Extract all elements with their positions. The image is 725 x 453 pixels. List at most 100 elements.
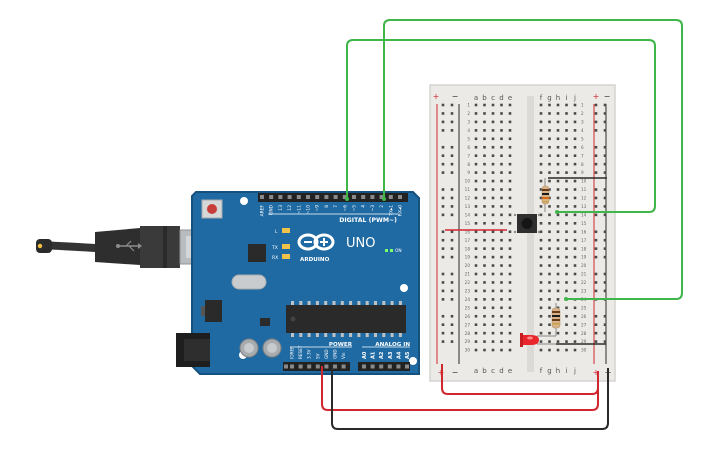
breadboard-hole[interactable] [500,222,503,225]
breadboard-hole[interactable] [474,129,478,132]
digital-pin-hole[interactable] [324,195,329,199]
rail-hole[interactable] [594,272,598,276]
breadboard-hole[interactable] [491,120,495,124]
rail-hole[interactable] [441,247,445,250]
breadboard-hole[interactable] [483,196,486,200]
analog-pin-hole[interactable] [396,364,401,369]
breadboard-hole[interactable] [500,306,503,310]
breadboard-hole[interactable] [483,154,486,157]
breadboard-hole[interactable] [474,255,478,259]
breadboard-hole[interactable] [539,129,543,132]
breadboard-hole[interactable] [539,314,543,318]
breadboard-hole[interactable] [474,340,478,343]
breadboard-hole[interactable] [508,230,512,234]
rail-hole[interactable] [441,103,445,107]
rail-hole[interactable] [450,281,454,284]
rail-hole[interactable] [441,230,445,234]
breadboard-hole[interactable] [548,348,551,352]
breadboard-hole[interactable] [474,179,478,183]
rail-hole[interactable] [594,205,598,208]
rail-hole[interactable] [603,112,607,115]
digital-pin-hole[interactable] [361,195,366,199]
breadboard-hole[interactable] [556,103,560,107]
breadboard-hole[interactable] [508,171,512,174]
rail-hole[interactable] [441,112,445,115]
rail-hole[interactable] [441,188,445,191]
digital-pin-hole[interactable] [315,195,320,199]
breadboard-hole[interactable] [556,230,560,234]
breadboard-hole[interactable] [500,298,503,301]
rail-hole[interactable] [603,188,607,191]
breadboard-hole[interactable] [548,298,551,301]
rail-hole[interactable] [603,145,607,149]
breadboard-hole[interactable] [565,171,568,174]
breadboard-hole[interactable] [573,120,577,124]
breadboard-hole[interactable] [539,306,543,310]
rail-hole[interactable] [441,129,445,132]
rail-hole[interactable] [450,205,454,208]
breadboard-hole[interactable] [474,331,478,335]
breadboard-hole[interactable] [474,162,478,166]
breadboard-hole[interactable] [573,281,577,284]
breadboard-hole[interactable] [500,112,503,115]
breadboard-hole[interactable] [565,188,568,191]
rail-hole[interactable] [441,205,445,208]
breadboard-hole[interactable] [565,179,568,183]
power-pin-hole[interactable] [290,364,294,369]
breadboard-hole[interactable] [556,255,560,259]
breadboard-hole[interactable] [565,120,568,124]
rail-hole[interactable] [594,103,598,107]
breadboard-hole[interactable] [474,348,478,352]
rail-hole[interactable] [603,323,607,326]
breadboard-hole[interactable] [573,179,577,183]
breadboard-hole[interactable] [539,331,543,335]
rail-hole[interactable] [594,230,598,234]
breadboard-hole[interactable] [573,238,577,242]
breadboard-hole[interactable] [474,112,478,115]
rail-hole[interactable] [441,340,445,343]
breadboard-hole[interactable] [539,205,543,208]
reset-button[interactable] [201,199,223,219]
breadboard-hole[interactable] [539,264,543,267]
breadboard-hole[interactable] [508,145,512,149]
breadboard-hole[interactable] [548,120,551,124]
breadboard-hole[interactable] [474,137,478,141]
digital-pin-hole[interactable] [260,195,264,199]
breadboard-hole[interactable] [556,298,560,301]
rail-hole[interactable] [594,213,598,217]
breadboard-hole[interactable] [556,120,560,124]
digital-pin-hole[interactable] [278,195,283,199]
breadboard-hole[interactable] [539,188,543,191]
breadboard-hole[interactable] [565,137,568,141]
digital-pin-hole[interactable] [398,195,402,199]
breadboard-hole[interactable] [556,112,560,115]
rail-hole[interactable] [594,196,598,200]
breadboard-hole[interactable] [539,137,543,141]
breadboard-hole[interactable] [565,272,568,276]
rail-hole[interactable] [450,112,454,115]
rail-hole[interactable] [441,281,445,284]
digital-pin-hole[interactable] [306,195,310,199]
breadboard-hole[interactable] [573,162,577,166]
breadboard-hole[interactable] [548,196,551,200]
breadboard-hole[interactable] [539,323,543,326]
breadboard-hole[interactable] [565,247,568,250]
breadboard-hole[interactable] [573,222,577,225]
rail-hole[interactable] [441,162,445,166]
breadboard-hole[interactable] [508,340,512,343]
rail-hole[interactable] [594,323,598,326]
breadboard-hole[interactable] [474,120,478,124]
breadboard-hole[interactable] [556,196,560,200]
breadboard-hole[interactable] [508,213,512,217]
breadboard-hole[interactable] [556,162,560,166]
breadboard-hole[interactable] [508,348,512,352]
breadboard-hole[interactable] [548,331,551,335]
breadboard-hole[interactable] [508,298,512,301]
breadboard-hole[interactable] [483,205,486,208]
rail-hole[interactable] [603,247,607,250]
breadboard-hole[interactable] [483,145,486,149]
breadboard-hole[interactable] [474,145,478,149]
breadboard-hole[interactable] [556,179,560,183]
breadboard-hole[interactable] [483,120,486,124]
breadboard-hole[interactable] [565,222,568,225]
